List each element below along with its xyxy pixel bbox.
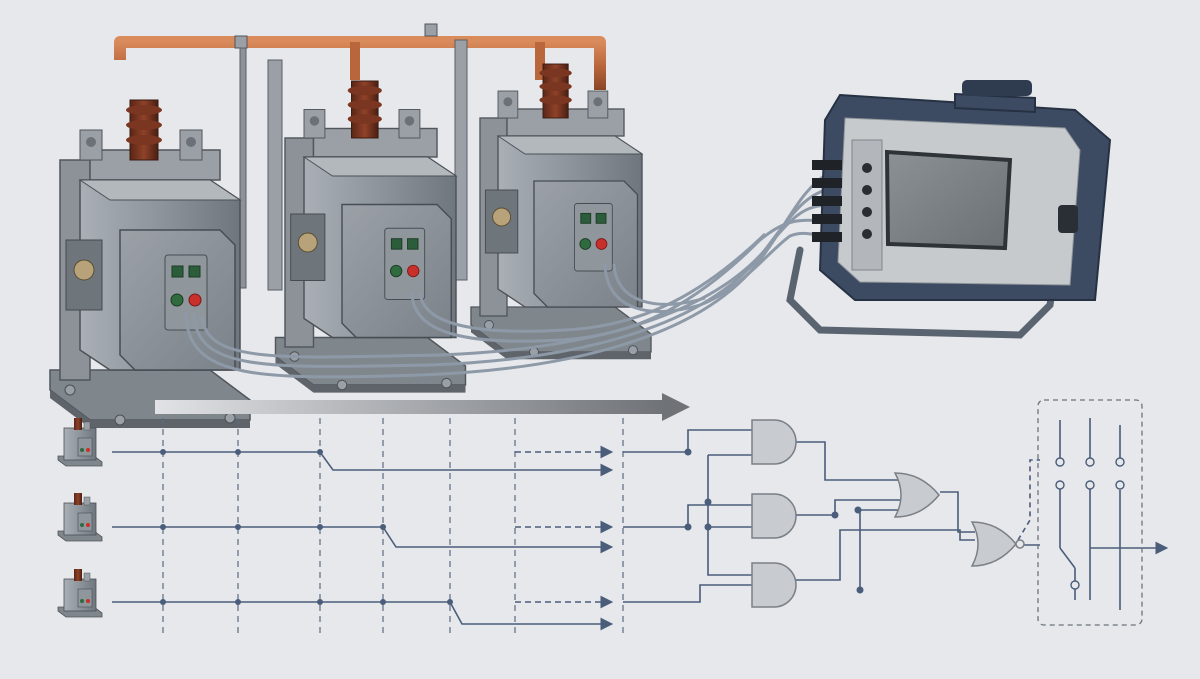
- and-gate: [751, 419, 797, 465]
- and-gate: [751, 493, 797, 539]
- channel-2-nodes: [160, 523, 692, 531]
- or-gate: [971, 521, 1017, 567]
- copper-busbar: [114, 23, 606, 90]
- channel-2: [112, 504, 752, 554]
- breaker-2: [274, 80, 467, 394]
- support-posts: [239, 39, 468, 291]
- channel-1: [112, 429, 752, 477]
- test-leads: [184, 170, 839, 379]
- contact-box: [1037, 399, 1143, 626]
- logic-nodes: [704, 498, 864, 594]
- inverter-bubble: [1015, 539, 1025, 549]
- timing-analyzer-icon: [786, 80, 1112, 339]
- and-gate: [751, 562, 797, 608]
- channel-3: [112, 584, 752, 631]
- breaker-1: [49, 99, 251, 429]
- channel-1-nodes: [160, 448, 692, 456]
- or-gate: [894, 472, 940, 518]
- time-arrow-icon: [155, 393, 690, 421]
- channel-3-nodes: [160, 599, 453, 605]
- circuit-breaker-icon: [57, 568, 103, 618]
- breaker-3: [470, 63, 652, 360]
- circuit-breaker-icon: [57, 492, 103, 542]
- logic-wiring: [707, 441, 1169, 590]
